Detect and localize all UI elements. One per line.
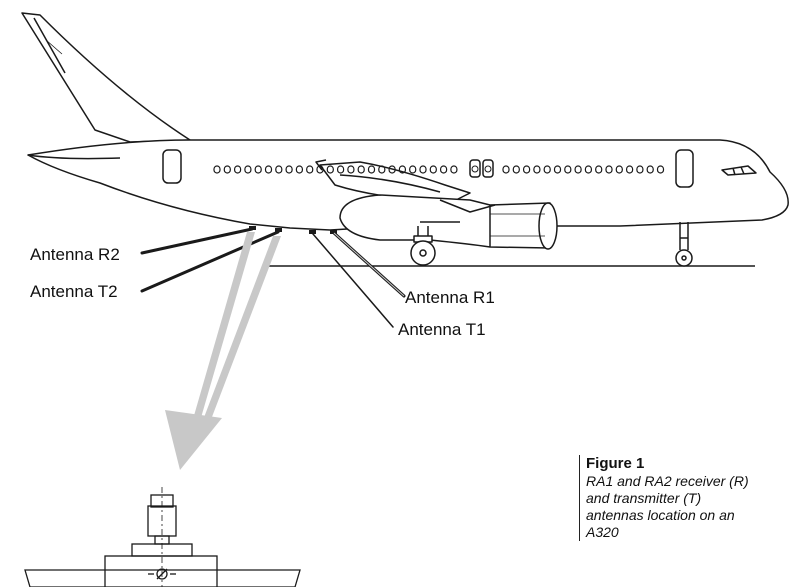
leader-t1	[312, 233, 394, 328]
callout-arrow	[165, 232, 281, 470]
leader-t2	[140, 230, 280, 293]
label-antenna-t2: Antenna T2	[30, 282, 118, 301]
emergency-exit-2	[482, 159, 494, 178]
passenger-window	[337, 165, 345, 174]
passenger-window	[378, 165, 386, 174]
passenger-window	[264, 165, 273, 174]
cockpit-windows	[721, 165, 757, 176]
passenger-window	[429, 165, 437, 174]
passenger-window	[244, 165, 252, 174]
passenger-window	[234, 165, 242, 174]
tail-fin	[21, 12, 191, 143]
passenger-window	[636, 165, 644, 174]
label-antenna-r1: Antenna R1	[405, 288, 495, 307]
passenger-window	[512, 165, 520, 174]
antenna-t1-marker	[309, 230, 316, 234]
passenger-window	[295, 165, 303, 174]
antenna-detail	[24, 487, 301, 587]
tail-fin-edge	[33, 17, 66, 74]
leader-r2	[140, 227, 254, 255]
caption-text: RA1 and RA2 receiver (R) and transmitter…	[586, 473, 749, 540]
label-antenna-r2: Antenna R2	[30, 245, 120, 264]
passenger-window	[306, 165, 314, 174]
passenger-window	[409, 165, 417, 174]
passenger-window	[419, 165, 427, 174]
passenger-window	[553, 165, 562, 174]
passenger-window	[595, 165, 603, 174]
passenger-window	[533, 165, 541, 174]
caption-title: Figure 1	[586, 455, 645, 472]
passenger-window	[326, 165, 334, 174]
passenger-window	[656, 165, 665, 174]
engine-intake	[538, 202, 558, 250]
passenger-window	[605, 165, 613, 174]
figure-caption: Figure 1 RA1 and RA2 receiver (R) and tr…	[579, 455, 756, 541]
passenger-window	[285, 165, 293, 174]
passenger-window	[522, 165, 531, 174]
passenger-window	[450, 165, 458, 174]
passenger-window	[388, 165, 396, 174]
passenger-windows-rear	[213, 165, 458, 174]
passenger-window	[564, 165, 572, 174]
passenger-window	[316, 165, 324, 174]
passenger-window	[574, 165, 582, 174]
passenger-windows-front	[502, 165, 665, 174]
front-door	[675, 149, 694, 188]
label-antenna-t1: Antenna T1	[398, 320, 486, 339]
passenger-window	[615, 165, 623, 174]
rear-door	[162, 149, 182, 184]
passenger-window	[502, 165, 510, 174]
passenger-window	[254, 165, 262, 174]
passenger-window	[223, 165, 231, 174]
aircraft	[21, 12, 789, 267]
nose-landing-gear	[675, 222, 693, 267]
passenger-window	[347, 165, 355, 174]
passenger-window	[646, 165, 654, 174]
passenger-window	[398, 165, 406, 174]
passenger-window	[357, 165, 365, 174]
passenger-window	[584, 165, 593, 174]
emergency-exit-1	[469, 159, 481, 178]
main-landing-gear	[410, 226, 436, 266]
passenger-window	[275, 165, 283, 174]
passenger-window	[543, 165, 551, 174]
passenger-window	[440, 165, 448, 174]
passenger-window	[213, 165, 221, 174]
passenger-window	[367, 165, 376, 174]
passenger-window	[625, 165, 634, 174]
antenna-t2-marker	[275, 228, 282, 232]
